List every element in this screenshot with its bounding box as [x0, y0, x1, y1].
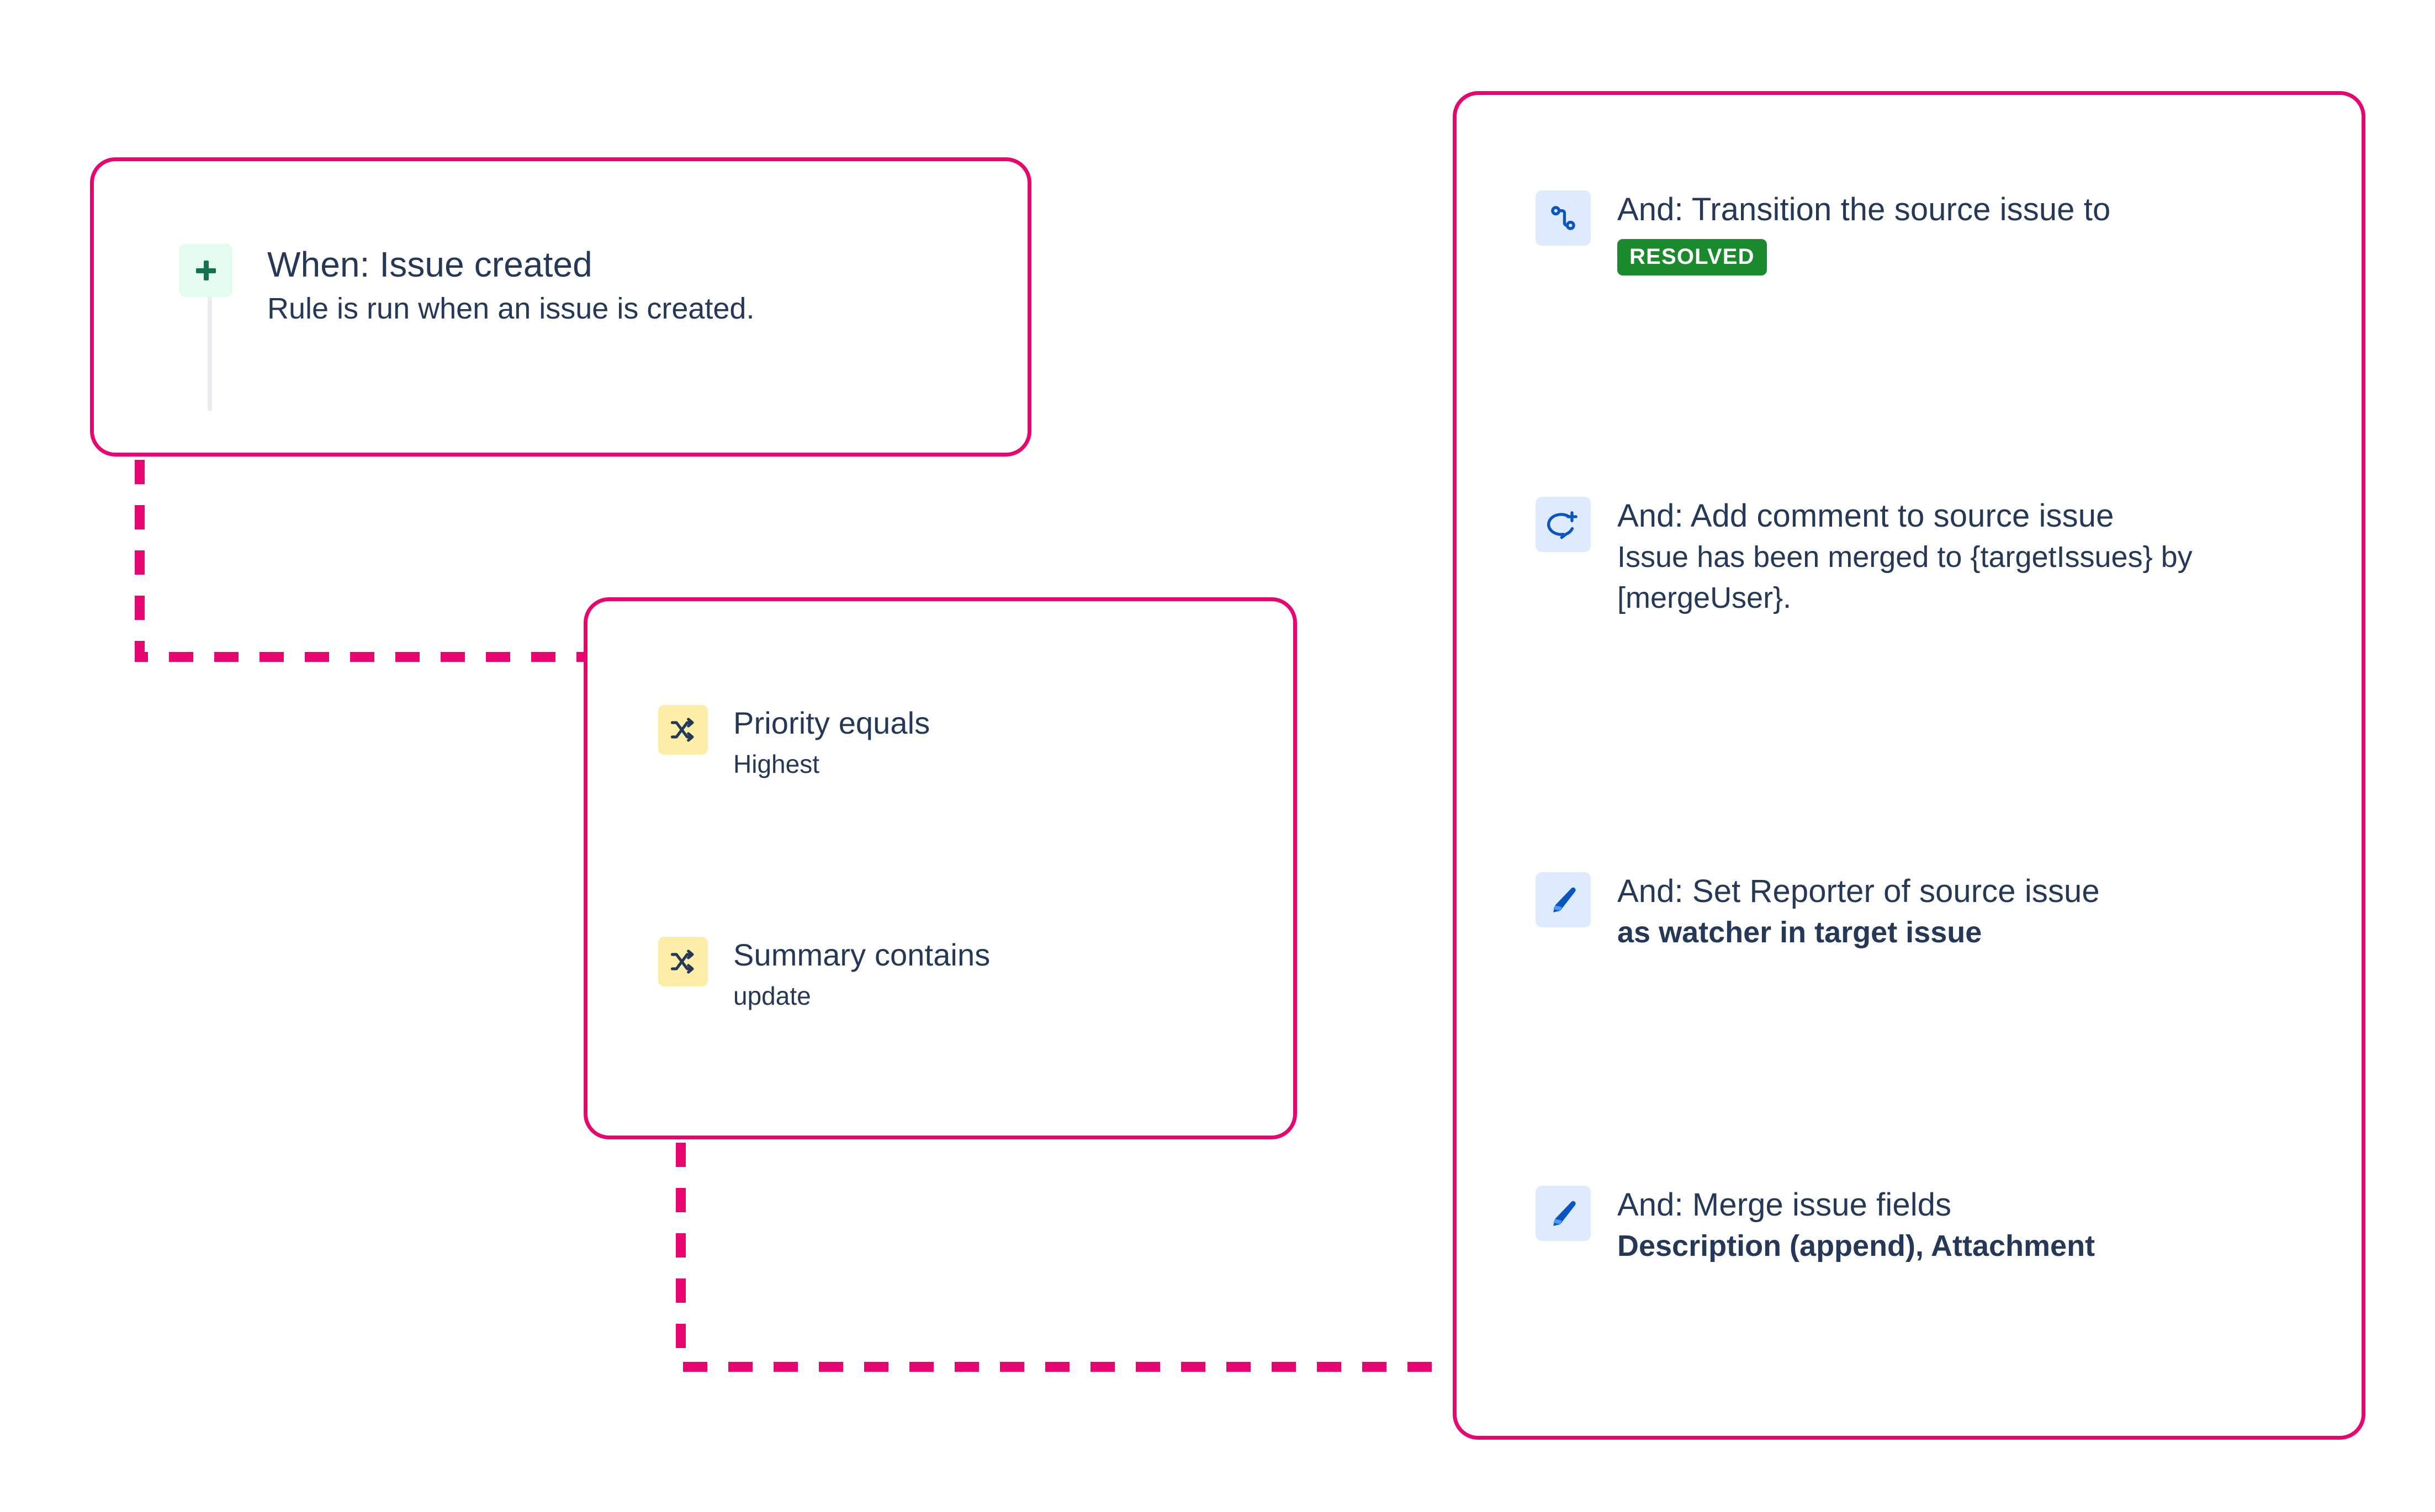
action-row-merge-fields[interactable]: And: Merge issue fields Description (app…	[1536, 1186, 2263, 1266]
conditions-card[interactable]	[584, 597, 1297, 1139]
action-title: And: Set Reporter of source issue	[1617, 873, 2100, 909]
condition-value: update	[733, 982, 811, 1010]
trigger-subtitle: Rule is run when an issue is created.	[267, 292, 755, 325]
action-value: as watcher in target issue	[1617, 916, 1982, 949]
action-text-block: And: Transition the source issue to RESO…	[1617, 190, 2263, 275]
trigger-card[interactable]	[90, 157, 1031, 457]
action-row-transition[interactable]: And: Transition the source issue to RESO…	[1536, 190, 2263, 275]
status-badge: RESOLVED	[1617, 239, 1767, 275]
shuffle-icon	[658, 705, 708, 755]
action-value: Description (append), Attachment	[1617, 1229, 2095, 1262]
condition-row-summary[interactable]: Summary contains update	[658, 937, 990, 1013]
trigger-text-block: When: Issue created Rule is run when an …	[267, 243, 980, 328]
action-text-block: And: Set Reporter of source issue as wat…	[1617, 872, 2263, 953]
action-title: And: Merge issue fields	[1617, 1187, 1952, 1223]
action-text-block: And: Merge issue fields Description (app…	[1617, 1186, 2263, 1266]
plus-icon	[179, 244, 232, 297]
action-row-add-comment[interactable]: And: Add comment to source issue Issue h…	[1536, 497, 2263, 618]
add-comment-icon	[1536, 497, 1591, 552]
condition-title: Priority equals	[733, 705, 930, 740]
condition-title: Summary contains	[733, 937, 991, 972]
transition-icon	[1536, 190, 1591, 246]
edit-pencil-icon	[1536, 1186, 1591, 1241]
connector-conditions-to-actions	[676, 1143, 1549, 1372]
edit-pencil-icon	[1536, 872, 1591, 927]
shuffle-icon	[658, 937, 708, 986]
action-row-set-reporter[interactable]: And: Set Reporter of source issue as wat…	[1536, 872, 2263, 953]
condition-value: Highest	[733, 750, 819, 778]
action-title: And: Add comment to source issue	[1617, 498, 2114, 534]
condition-text-block: Summary contains update	[733, 937, 990, 1013]
action-value: Issue has been merged to {targetIssues} …	[1617, 540, 2193, 614]
action-text-block: And: Add comment to source issue Issue h…	[1617, 497, 2263, 618]
plus-glyph	[194, 258, 218, 283]
condition-row-priority[interactable]: Priority equals Highest	[658, 705, 930, 781]
actions-card[interactable]	[1453, 91, 2365, 1440]
action-title: And: Transition the source issue to	[1617, 192, 2111, 227]
trigger-title: When: Issue created	[267, 245, 592, 284]
condition-text-block: Priority equals Highest	[733, 705, 930, 781]
trigger-rail	[208, 291, 212, 411]
